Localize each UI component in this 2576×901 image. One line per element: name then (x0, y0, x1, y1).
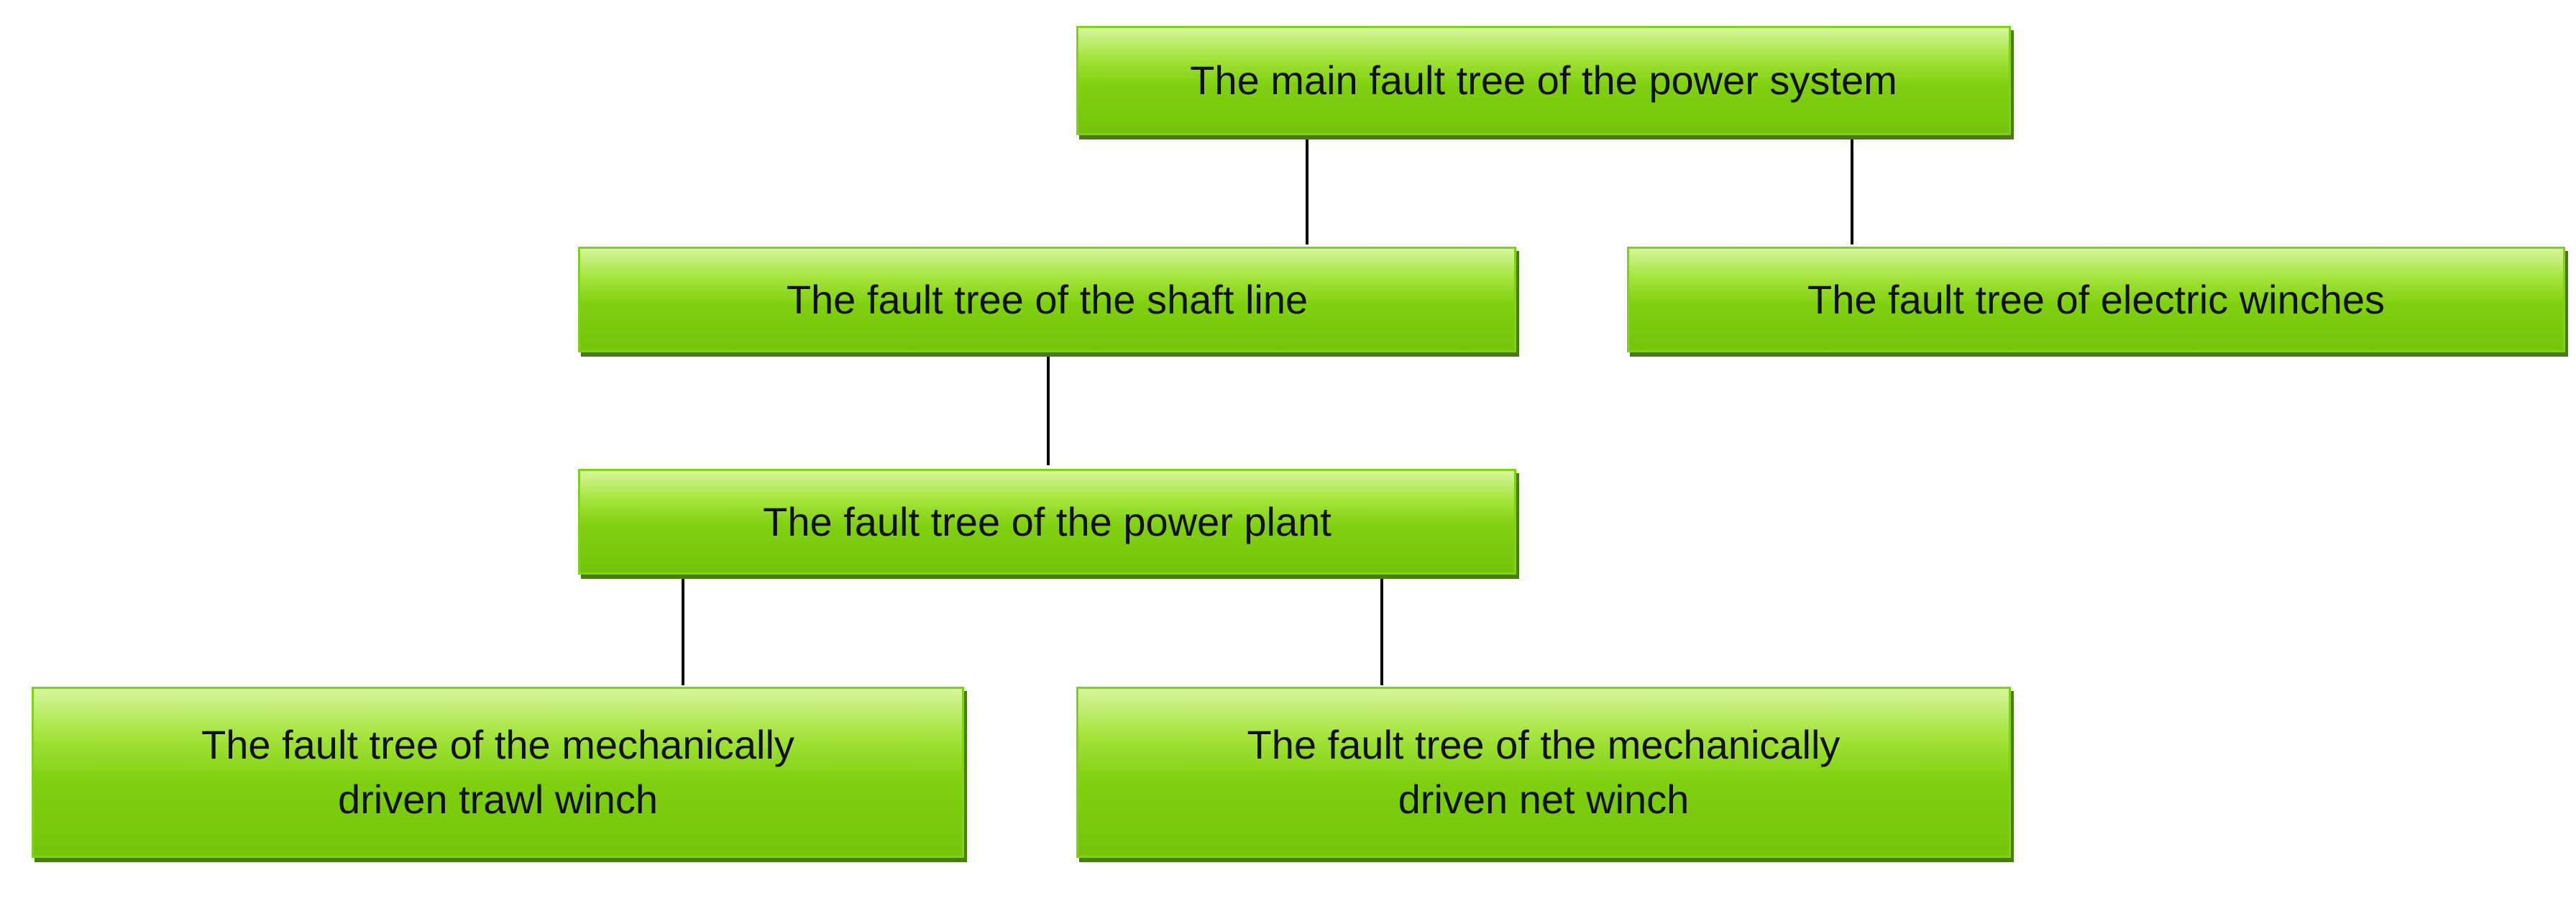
node-net-winch: The fault tree of the mechanically drive… (1076, 687, 2011, 858)
connector-power-plant-to-trawl-winch (682, 575, 684, 685)
connector-shaft-line-to-power-plant (1047, 354, 1050, 465)
node-power-plant: The fault tree of the power plant (578, 469, 1516, 575)
node-shaft-line-label: The fault tree of the shaft line (786, 276, 1308, 322)
node-trawl-winch-line-1: The fault tree of the mechanically (201, 722, 794, 767)
node-net-winch-line-1: The fault tree of the mechanically (1247, 722, 1841, 767)
node-electric-winches-label: The fault tree of electric winches (1807, 276, 2385, 322)
node-electric-winches: The fault tree of electric winches (1627, 247, 2565, 352)
node-shaft-line: The fault tree of the shaft line (578, 247, 1516, 352)
node-net-winch-text: The fault tree of the mechanically drive… (1247, 718, 1841, 827)
connector-root-to-electric-winches (1851, 137, 1853, 244)
node-main-fault-tree-label: The main fault tree of the power system (1190, 58, 1897, 103)
node-net-winch-line-2: driven net winch (1398, 777, 1690, 822)
connector-power-plant-to-net-winch (1380, 575, 1383, 685)
connector-root-to-shaft-line (1306, 137, 1308, 244)
node-power-plant-label: The fault tree of the power plant (763, 498, 1331, 544)
node-trawl-winch-line-2: driven trawl winch (337, 777, 659, 822)
node-trawl-winch-text: The fault tree of the mechanically drive… (201, 718, 794, 827)
node-trawl-winch: The fault tree of the mechanically drive… (32, 687, 964, 858)
node-main-fault-tree: The main fault tree of the power system (1076, 26, 2011, 135)
